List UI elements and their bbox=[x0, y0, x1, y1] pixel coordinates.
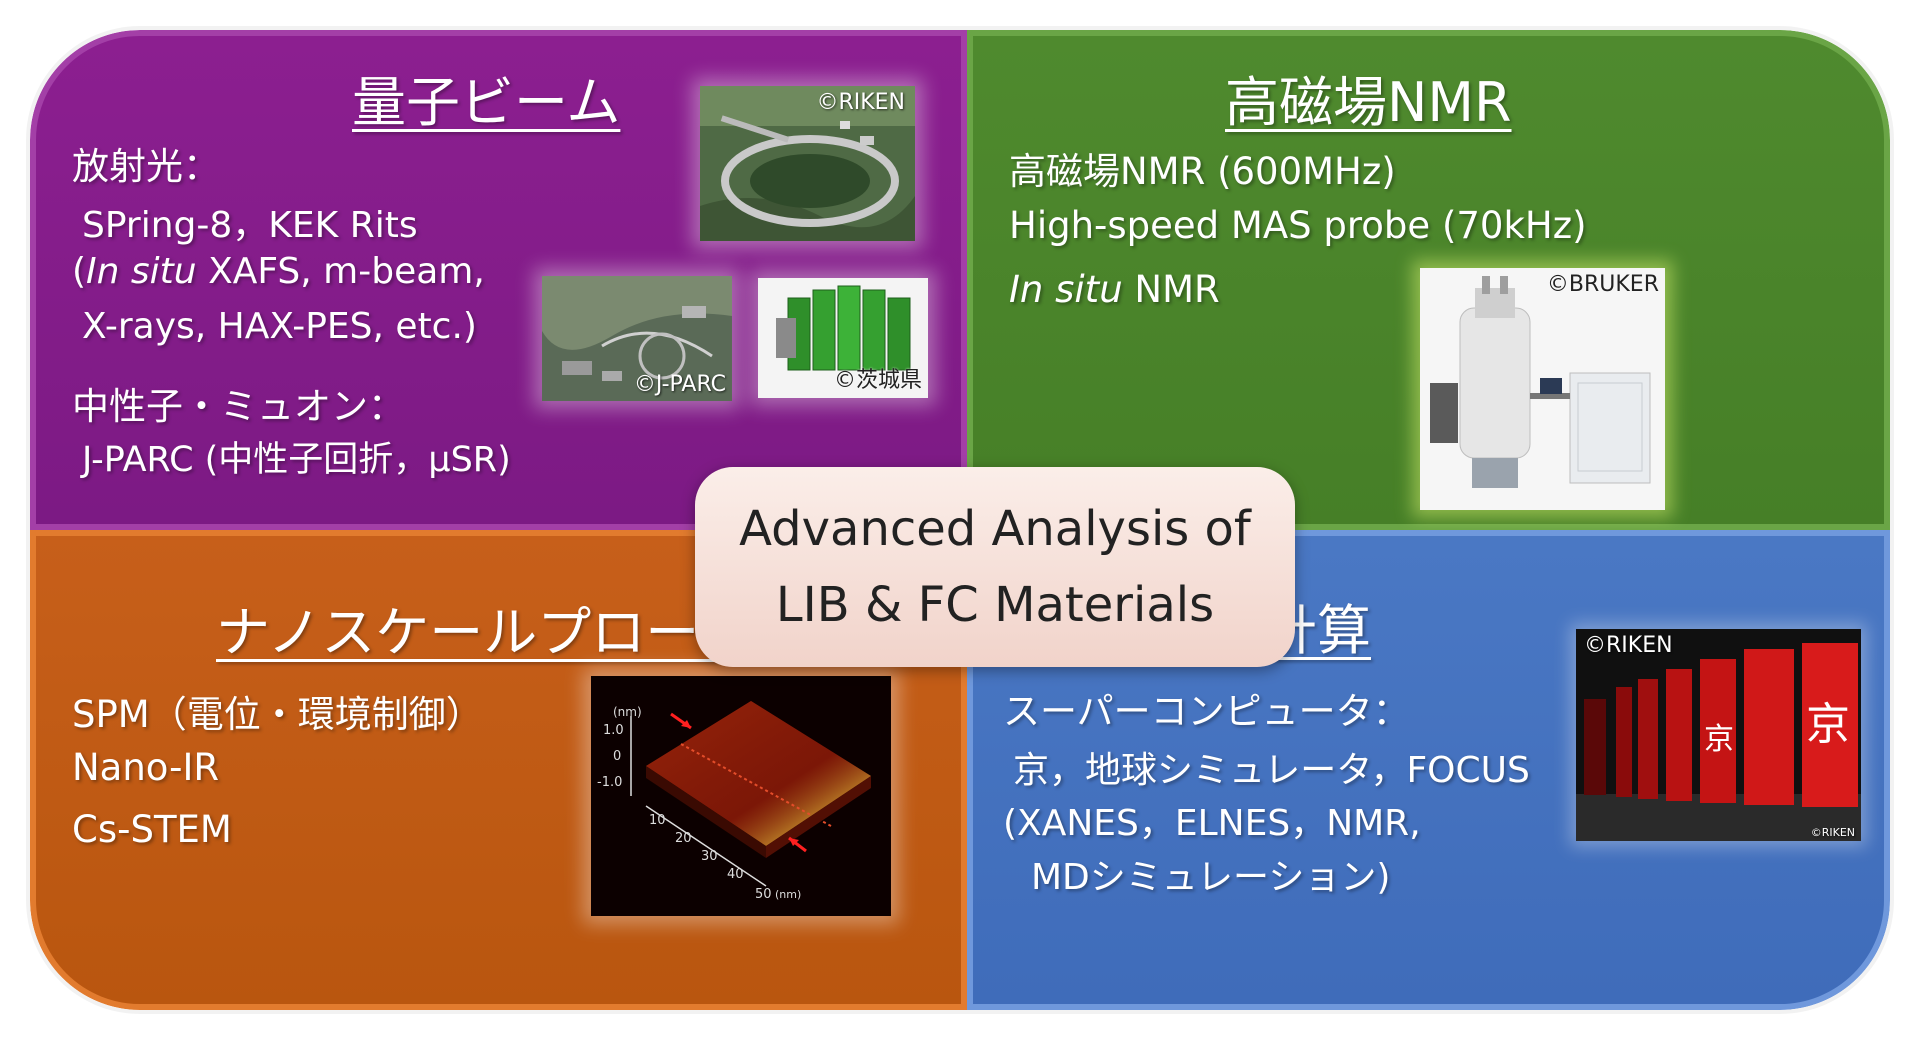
neutron-muon-label: 中性子・ミュオン： bbox=[72, 385, 405, 428]
afm-z-tick-2: 0 bbox=[613, 749, 621, 764]
afm-unit-label: (nm) bbox=[613, 705, 642, 719]
detector-render-image bbox=[758, 278, 928, 398]
afm-xy-tick-2: 20 bbox=[675, 831, 692, 846]
spring8-aerial-photo: ©RIKEN bbox=[700, 86, 915, 241]
fp-line-1: スーパーコンピュータ： bbox=[1003, 690, 1410, 733]
nmr-line-2: High-speed MAS probe (70kHz) bbox=[1009, 204, 1587, 247]
k-kanji-1: 京 bbox=[1704, 722, 1734, 757]
analysis-board: 量子ビーム 放射光： SPring-8，KEK Rits (In situ XA… bbox=[30, 30, 1890, 1010]
jparc-site-image bbox=[542, 276, 732, 401]
center-label-line-1: Advanced Analysis of bbox=[739, 501, 1251, 557]
radiation-facilities: SPring-8，KEK Rits bbox=[82, 205, 418, 246]
afm-surface-plot: (nm) 1.0 0 -1.0 10 20 30 40 50 (nm) bbox=[591, 676, 891, 916]
afm-z-tick-1: 1.0 bbox=[603, 723, 624, 738]
radiation-methods-1: (In situ XAFS, m-beam, bbox=[72, 251, 485, 292]
bruker-nmr-photo: ©BRUKER bbox=[1420, 268, 1665, 510]
riken-credit-1: ©RIKEN bbox=[816, 90, 905, 115]
supercomputer-photo: 京 京 ©RIKEN ©RIKEN bbox=[1576, 629, 1861, 841]
radiation-label: 放射光： bbox=[72, 145, 220, 188]
quantum-beam-title: 量子ビーム bbox=[352, 71, 621, 134]
afm-xy-tick-5: 50 bbox=[755, 887, 772, 902]
afm-z-tick-3: -1.0 bbox=[597, 775, 622, 790]
afm-xy-tick-1: 10 bbox=[649, 813, 666, 828]
center-label-box: Advanced Analysis of LIB & FC Materials bbox=[695, 467, 1295, 667]
afm-xy-tick-3: 30 bbox=[701, 849, 718, 864]
jparc-aerial-photo: ©J-PARC bbox=[542, 276, 732, 401]
nanoscale-title: ナノスケールプローブ bbox=[216, 601, 751, 664]
nanoscale-line-3: Cs-STEM bbox=[72, 808, 232, 851]
afm-xy-unit: (nm) bbox=[775, 888, 801, 901]
bruker-credit: ©BRUKER bbox=[1546, 272, 1659, 297]
nmr-line-3: In situ NMR bbox=[1009, 268, 1220, 311]
riken-credit-3: ©RIKEN bbox=[1810, 826, 1855, 839]
nanoscale-line-2: Nano-IR bbox=[72, 746, 220, 789]
ibaraki-detector-photo: ©茨城県 bbox=[758, 278, 928, 398]
ibaraki-credit: ©茨城県 bbox=[833, 368, 922, 393]
neutron-facility: J-PARC (中性子回折，μSR) bbox=[82, 440, 511, 480]
quadrant-quantum-beam: 量子ビーム 放射光： SPring-8，KEK Rits (In situ XA… bbox=[30, 30, 967, 530]
afm-xy-tick-4: 40 bbox=[727, 867, 744, 882]
afm-image: (nm) 1.0 0 -1.0 10 20 30 40 50 (nm) bbox=[591, 676, 891, 916]
center-label-line-2: LIB & FC Materials bbox=[775, 577, 1215, 633]
radiation-methods-2: X-rays, HAX-PES, etc.) bbox=[82, 306, 477, 347]
k-kanji-2: 京 bbox=[1806, 699, 1850, 750]
k-computer-image: 京 京 bbox=[1576, 629, 1861, 841]
nmr-title: 高磁場NMR bbox=[1225, 71, 1512, 134]
quadrant-nmr: 高磁場NMR 高磁場NMR (600MHz) High-speed MAS pr… bbox=[967, 30, 1890, 530]
nmr-line-1: 高磁場NMR (600MHz) bbox=[1009, 150, 1396, 193]
fp-line-4: MDシミュレーション) bbox=[1031, 857, 1391, 898]
riken-credit-2: ©RIKEN bbox=[1584, 633, 1673, 658]
spring8-ring-image bbox=[700, 86, 915, 241]
fp-line-2: 京，地球シミュレータ，FOCUS bbox=[1013, 750, 1530, 791]
nanoscale-line-1: SPM（電位・環境制御） bbox=[72, 693, 483, 736]
jparc-credit: ©J-PARC bbox=[633, 372, 726, 397]
nmr-magnet-image bbox=[1420, 268, 1665, 510]
fp-line-3: (XANES，ELNES，NMR, bbox=[1003, 803, 1421, 844]
quadrant-nanoscale: ナノスケールプローブ SPM（電位・環境制御） Nano-IR Cs-STEM bbox=[30, 530, 967, 1010]
